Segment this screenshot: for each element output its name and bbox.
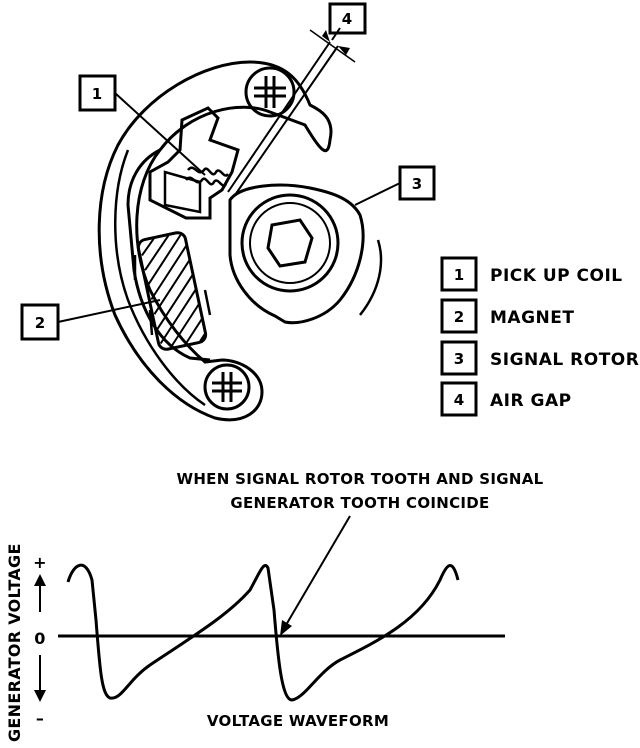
top-screw [244, 66, 296, 118]
plus-label: + [33, 553, 47, 572]
bottom-screw [203, 363, 251, 411]
air-gap-marker [227, 29, 356, 196]
legend: 1 PICK UP COIL 2 MAGNET 3 SIGNAL ROTOR 4… [440, 256, 639, 417]
zero-label: 0 [34, 629, 45, 648]
waveform-section: WHEN SIGNAL ROTOR TOOTH AND SIGNAL GENER… [5, 470, 543, 742]
legend-item-air-gap: 4 AIR GAP [440, 381, 572, 417]
annotation-arrow [285, 515, 351, 626]
y-axis-label: GENERATOR VOLTAGE [5, 543, 24, 742]
minus-label: – [36, 709, 44, 728]
callout-3: 3 [398, 165, 436, 201]
up-arrow-head [34, 574, 46, 586]
legend-number: 2 [454, 308, 464, 326]
callout-number: 2 [35, 314, 45, 332]
callout-number: 3 [412, 175, 422, 193]
legend-label: AIR GAP [490, 391, 572, 411]
legend-item-signal-rotor: 3 SIGNAL ROTOR [440, 340, 639, 376]
legend-number: 4 [454, 391, 464, 409]
base-plate [97, 60, 333, 422]
callout-number: 4 [342, 10, 352, 28]
callout-1: 1 [78, 74, 117, 112]
legend-label: PICK UP COIL [490, 266, 623, 286]
waveform-caption: VOLTAGE WAVEFORM [207, 712, 389, 730]
annotation-line-2: GENERATOR TOOTH COINCIDE [230, 494, 489, 512]
signal-rotor [228, 183, 383, 325]
callout-number: 1 [92, 85, 102, 103]
annotation-line-1: WHEN SIGNAL ROTOR TOOTH AND SIGNAL [176, 470, 543, 488]
legend-label: SIGNAL ROTOR [490, 350, 639, 370]
legend-item-pickup-coil: 1 PICK UP COIL [440, 256, 623, 292]
magnet [126, 148, 212, 362]
legend-number: 1 [454, 266, 464, 284]
legend-item-magnet: 2 MAGNET [440, 298, 574, 334]
annotation-arrow-head [280, 620, 292, 636]
pickup-coil [148, 106, 240, 220]
callout-4: 4 [328, 2, 367, 35]
legend-number: 3 [454, 350, 464, 368]
down-arrow-head [34, 690, 46, 702]
callout-2: 2 [20, 303, 60, 341]
voltage-waveform [66, 563, 460, 702]
legend-label: MAGNET [490, 308, 574, 328]
